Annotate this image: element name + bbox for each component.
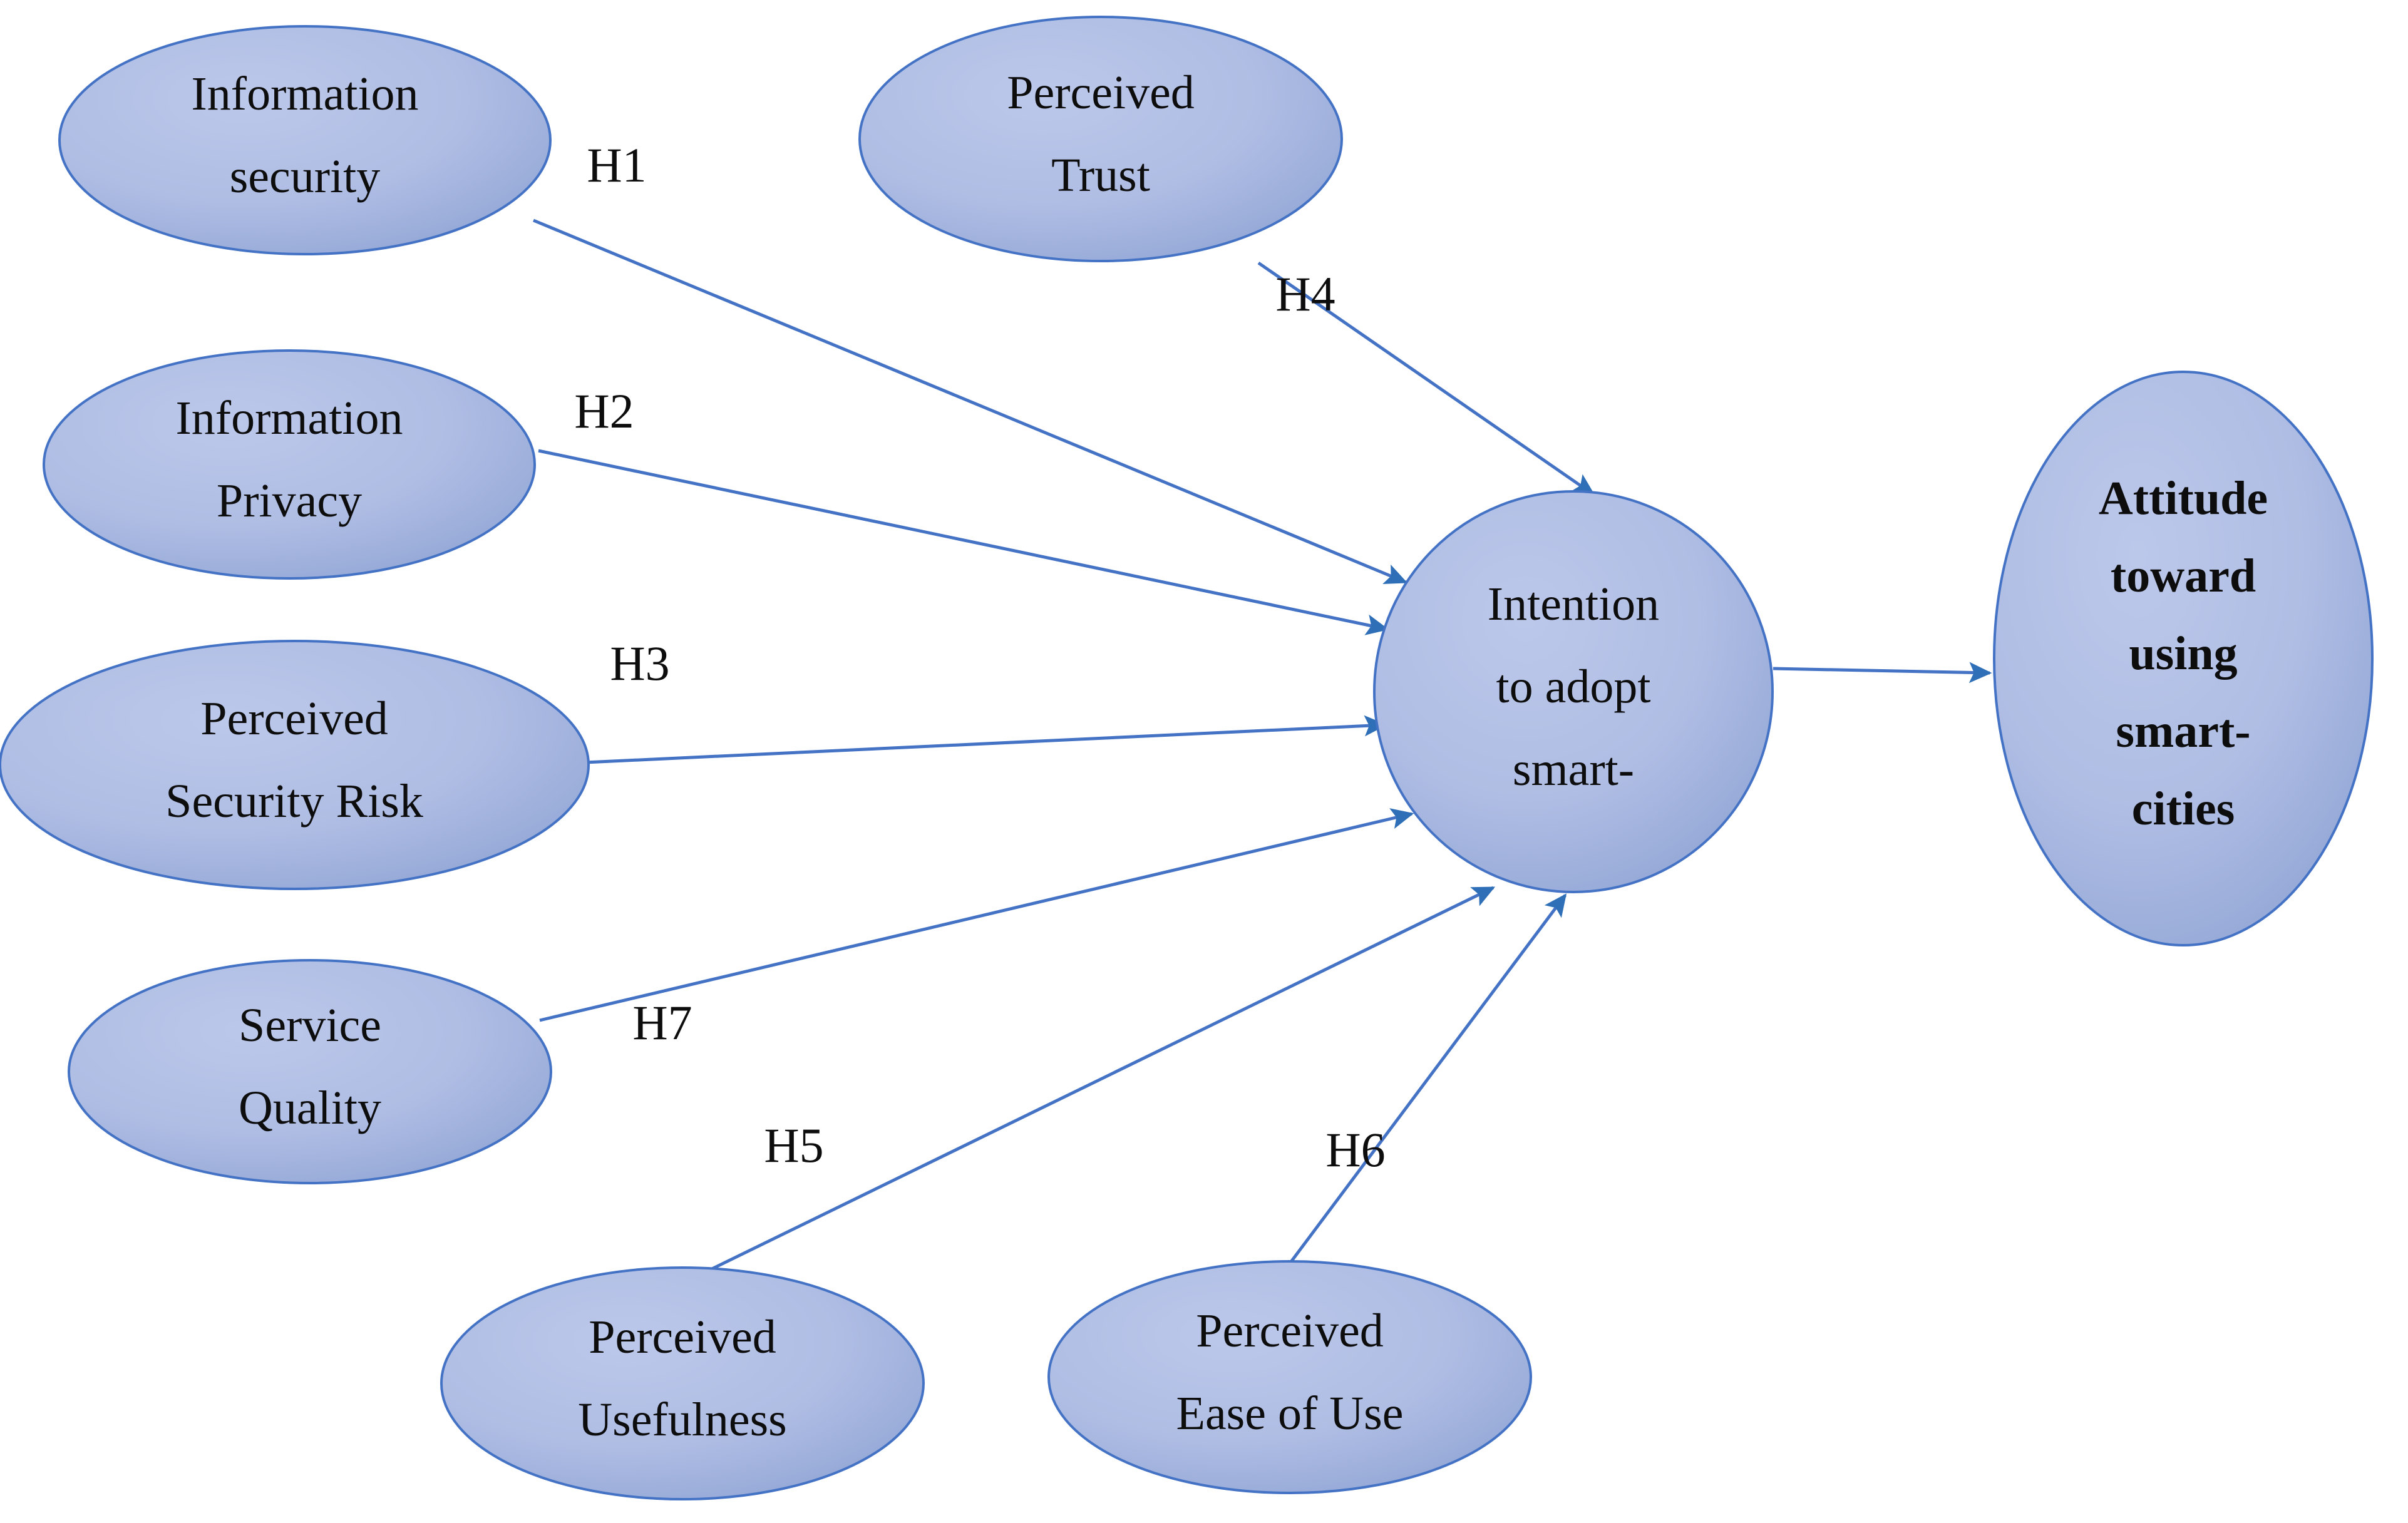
node-shape-information-security xyxy=(58,25,552,255)
edge-label-h1: H1 xyxy=(587,138,646,192)
node-shape-perceived-trust xyxy=(858,16,1343,262)
edge-h5 xyxy=(709,886,1496,1271)
edge-h7 xyxy=(539,808,1414,1022)
node-label-line: to adopt xyxy=(1496,660,1651,713)
node-label-line: using xyxy=(2129,627,2237,680)
node-label-line: Security Risk xyxy=(165,775,423,828)
node-label-line: smart- xyxy=(1513,743,1634,796)
edge-label-h5: H5 xyxy=(764,1118,823,1172)
node-shape-information-privacy xyxy=(43,349,536,580)
node-shape-perceived-usefulness xyxy=(440,1266,925,1500)
edge-label-h6: H6 xyxy=(1325,1122,1385,1177)
edge-h6 xyxy=(1285,893,1567,1269)
node-label-line: Attitude xyxy=(2099,472,2268,525)
node-label-line: Perceived xyxy=(1196,1305,1384,1357)
node-label-line: toward xyxy=(2111,550,2256,602)
node-label-line: cities xyxy=(2132,782,2235,835)
node-shape-service-quality xyxy=(68,959,552,1184)
node-information-security[interactable]: Information security xyxy=(58,25,552,255)
node-intention-to-adopt[interactable]: Intention to adopt smart- xyxy=(1373,490,1774,893)
node-label-line: Privacy xyxy=(217,474,362,527)
node-label-line: Usefulness xyxy=(578,1393,787,1446)
edge-h3 xyxy=(585,715,1387,764)
edge-label-h7: H7 xyxy=(632,995,692,1050)
node-label-line: Ease of Use xyxy=(1176,1387,1404,1440)
edges-layer xyxy=(533,218,1992,1271)
edge-label-h4: H4 xyxy=(1275,267,1335,321)
node-label-intention-to-adopt: Intention to adopt smart- xyxy=(1488,578,1659,796)
node-label-line: smart- xyxy=(2116,705,2250,757)
edge-h2 xyxy=(538,449,1389,635)
node-label-line: Quality xyxy=(239,1082,381,1134)
edge-h4 xyxy=(1257,261,1595,496)
node-label-attitude-toward-using: Attitude toward using smart-cities xyxy=(2099,472,2268,835)
node-shape-perceived-ease-of-use xyxy=(1047,1260,1532,1494)
node-label-line: Intention xyxy=(1488,578,1659,630)
node-label-line: Trust xyxy=(1051,149,1150,202)
edge-label-h3: H3 xyxy=(610,636,669,690)
node-shape-intention-to-adopt xyxy=(1373,490,1774,893)
node-shape-perceived-security-risk xyxy=(0,640,590,890)
node-label-line: security xyxy=(230,150,381,203)
node-shape-attitude-toward-using xyxy=(1993,371,2374,946)
edge-label-h2: H2 xyxy=(574,384,634,438)
edge-h1 xyxy=(533,218,1408,585)
node-label-line: Information xyxy=(175,392,403,444)
node-label-line: Information xyxy=(191,68,418,120)
node-label-information-security: Information security xyxy=(191,68,418,203)
node-label-line: Perceived xyxy=(200,692,388,745)
edge-intention-to-attitude xyxy=(1773,662,1992,684)
node-label-line: Perceived xyxy=(589,1311,776,1363)
node-label-line: Perceived xyxy=(1007,66,1195,119)
node-label-line: Service xyxy=(239,999,381,1052)
node-attitude-toward-using[interactable]: Attitude toward using smart-cities xyxy=(1993,371,2374,946)
